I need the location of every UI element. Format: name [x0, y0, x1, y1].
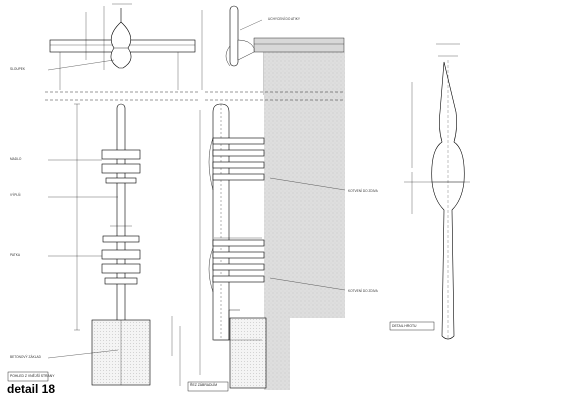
top-finial — [110, 8, 132, 69]
view1-label: POHLED Z VNĚJŠÍ STRANY — [10, 373, 55, 378]
wall-section — [264, 95, 345, 390]
attic-cap — [253, 37, 345, 53]
post-label-2: MADLO — [10, 157, 22, 161]
view3-label: DETAIL HROTU — [392, 324, 417, 328]
front-elevation-view — [7, 3, 200, 386]
finial-detail-view — [389, 43, 470, 340]
post-label-3: VÝPLŇ — [10, 193, 21, 197]
note-attic: UCHYCENÍ DO ATIKY — [268, 17, 301, 21]
section-view — [187, 5, 346, 392]
note-anchor-2: KOTVENÍ DO ZDIVA — [348, 289, 379, 293]
view2-label: ŘEZ ZÁBRADLÍM — [190, 382, 217, 387]
post-label-4: PATKA — [10, 253, 21, 257]
post-shaft — [116, 103, 126, 347]
note-anchor-1: KOTVENÍ DO ZDIVA — [348, 189, 379, 193]
detail-title: detail 18 — [7, 382, 56, 396]
base-label: BETONOVÝ ZÁKLAD — [10, 355, 42, 359]
post-label-1: SLOUPEK — [10, 67, 26, 71]
